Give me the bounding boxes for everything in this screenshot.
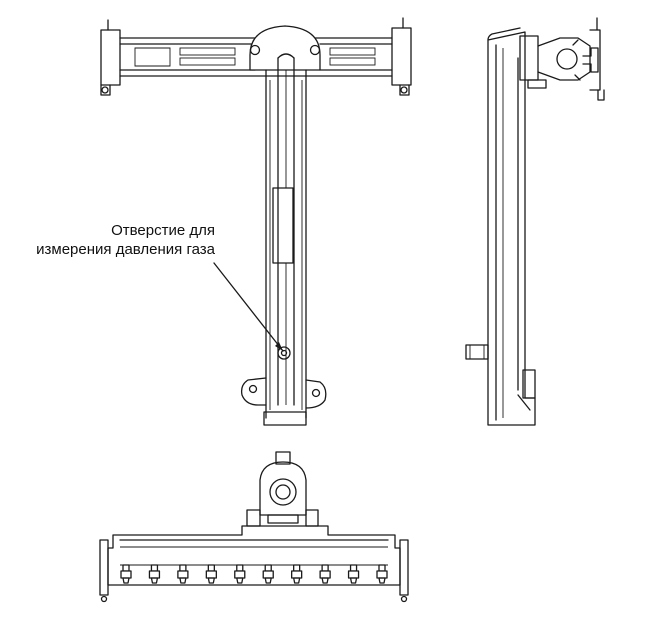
- front-crossbar: [100, 17, 412, 96]
- nozzle: [262, 564, 274, 584]
- annotation-label: Отверстие для измерения давления газа: [36, 221, 215, 259]
- nozzle: [205, 564, 217, 584]
- plan-burner-body: [99, 525, 409, 603]
- nozzle: [234, 564, 246, 584]
- nozzle: [376, 564, 388, 584]
- side-view: [465, 17, 605, 426]
- plan-view: [99, 451, 409, 603]
- front-hub: [249, 25, 321, 71]
- nozzle: [177, 564, 189, 584]
- nozzle: [347, 564, 360, 584]
- nozzle: [148, 564, 161, 584]
- front-bottom-flange: [240, 377, 327, 426]
- nozzle: [120, 564, 132, 584]
- annotation-label-line-1: Отверстие для: [111, 222, 215, 239]
- annotation-leader-line: [213, 262, 284, 352]
- plan-nozzle-row: [120, 564, 388, 584]
- nozzle: [291, 564, 303, 584]
- annotation-label-line-2: измерения давления газа: [36, 241, 215, 258]
- annotation-arrowhead: [275, 342, 283, 351]
- plan-top-fitting: [246, 451, 319, 527]
- nozzle: [319, 564, 331, 584]
- front-vertical-tube: [265, 53, 307, 419]
- front-view: [100, 17, 412, 426]
